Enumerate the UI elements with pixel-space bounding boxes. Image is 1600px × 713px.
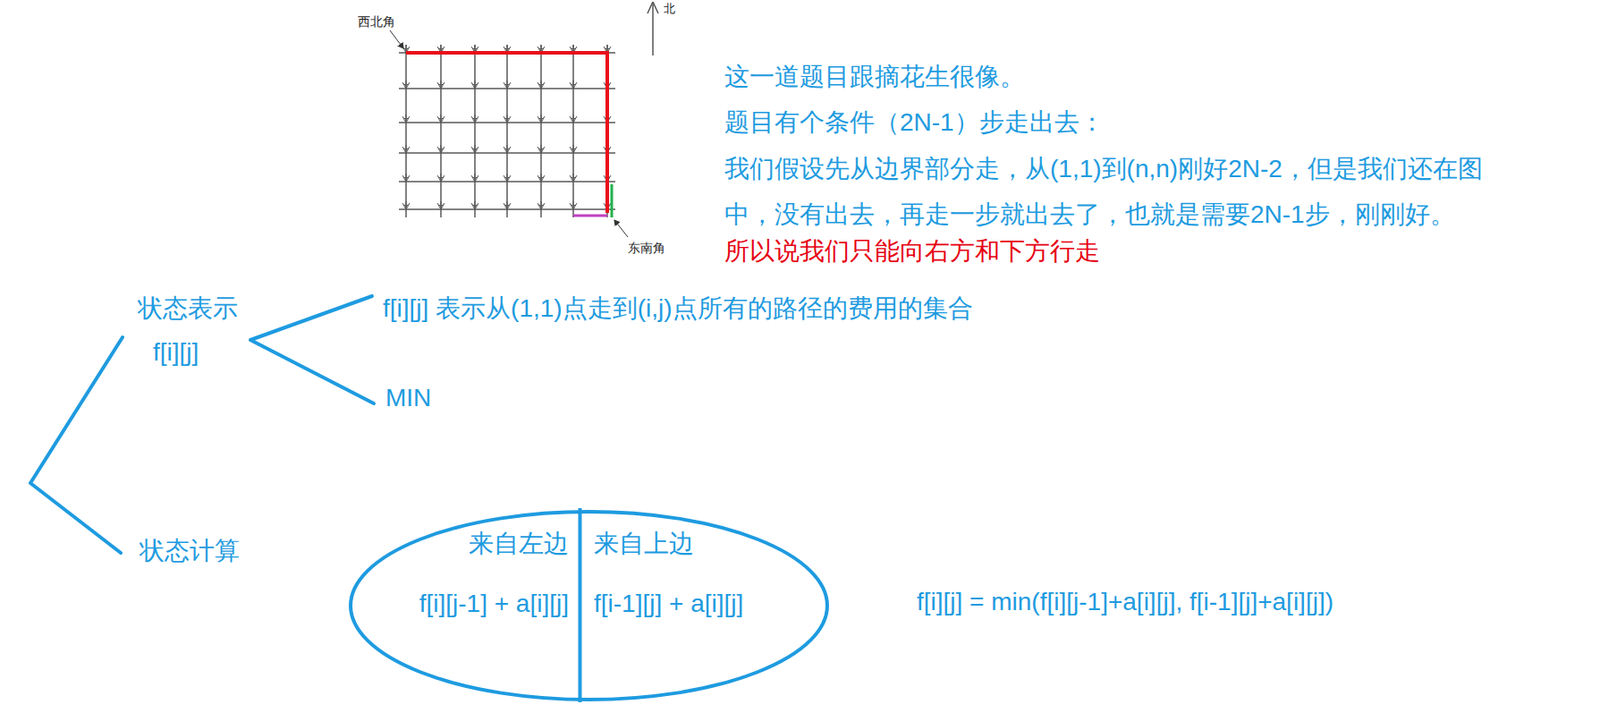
north-arrow (651, 3, 654, 56)
state-property: MIN (385, 382, 432, 414)
case-divider (577, 507, 582, 703)
tree-heading: 状态表示 (137, 293, 238, 324)
case-heading: 来自左边 (468, 528, 569, 559)
note-line: 题目有个条件（2N-1）步走出去： (724, 107, 1105, 138)
tree-branch (30, 337, 123, 553)
case-formula: f[i][j-1] + a[i][j] (419, 588, 569, 619)
note-conclusion: 所以说我们只能向右方和下方行走 (724, 236, 1101, 267)
compass-label: 北 (663, 1, 676, 17)
peanut-plants (406, 52, 608, 210)
tree-heading: 状态计算 (139, 535, 240, 567)
state-meaning: f[i][j] 表示从(1,1)点走到(i,j)点所有的路径的费用的集合 (382, 293, 974, 324)
note-paragraph: 我们假设先从边界部分走，从(1,1)到(n,n)刚好2N-2，但是我们还在图 中… (724, 145, 1489, 238)
leader-line (614, 220, 628, 238)
transition-formula: f[i][j] = min(f[i][j-1]+a[i][j], f[i-1][… (916, 586, 1334, 618)
last-step-purple (573, 214, 608, 218)
last-step-green (610, 184, 614, 218)
field-grid (398, 44, 616, 218)
corner-label: 西北角 (357, 14, 396, 30)
note-line: 这一道题目跟摘花生很像。 (724, 61, 1025, 93)
ellipse-border (350, 511, 828, 700)
border-path (406, 52, 608, 213)
corner-label: 东南角 (627, 240, 666, 256)
state-symbol: f[i][j] (152, 337, 199, 368)
leader-line (389, 30, 404, 49)
case-formula: f[i-1][j] + a[i][j] (593, 588, 744, 619)
tree-branch (250, 296, 374, 404)
case-ellipse: 来自左边来自上边 f[i][j-1] + a[i][j] f[i-1][j] + a… (348, 509, 830, 702)
case-heading: 来自上边 (593, 528, 695, 559)
